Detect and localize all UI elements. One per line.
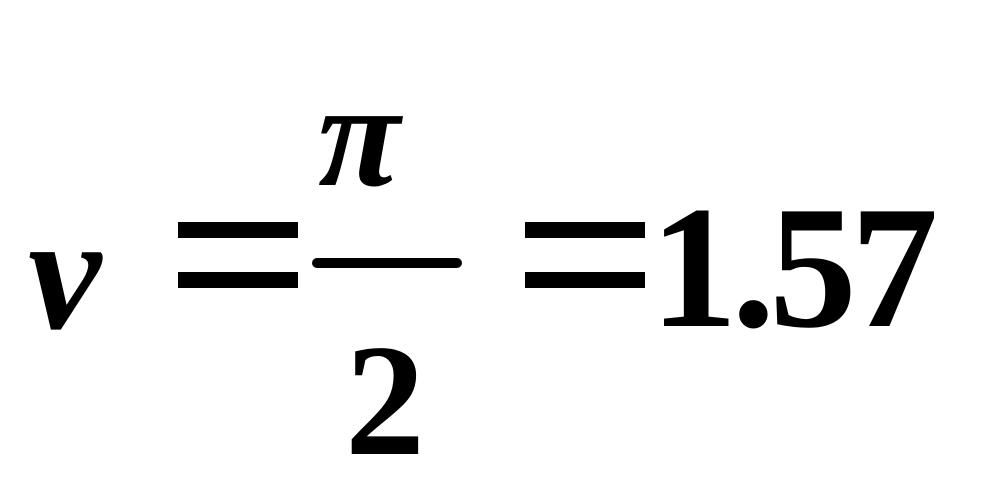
equals-bar-top [178, 222, 298, 238]
fraction-numerator-pi: π [318, 52, 400, 218]
equals-sign-second [525, 222, 645, 322]
equals-sign-first [178, 222, 298, 322]
equals-bar-top [525, 222, 645, 238]
equals-bar-bottom [178, 272, 298, 288]
equals-bar-bottom [525, 272, 645, 288]
variable-v: v [28, 181, 102, 364]
fraction-bar [312, 258, 462, 268]
result-value: 1.57 [650, 170, 938, 364]
fraction-denominator: 2 [345, 311, 425, 489]
